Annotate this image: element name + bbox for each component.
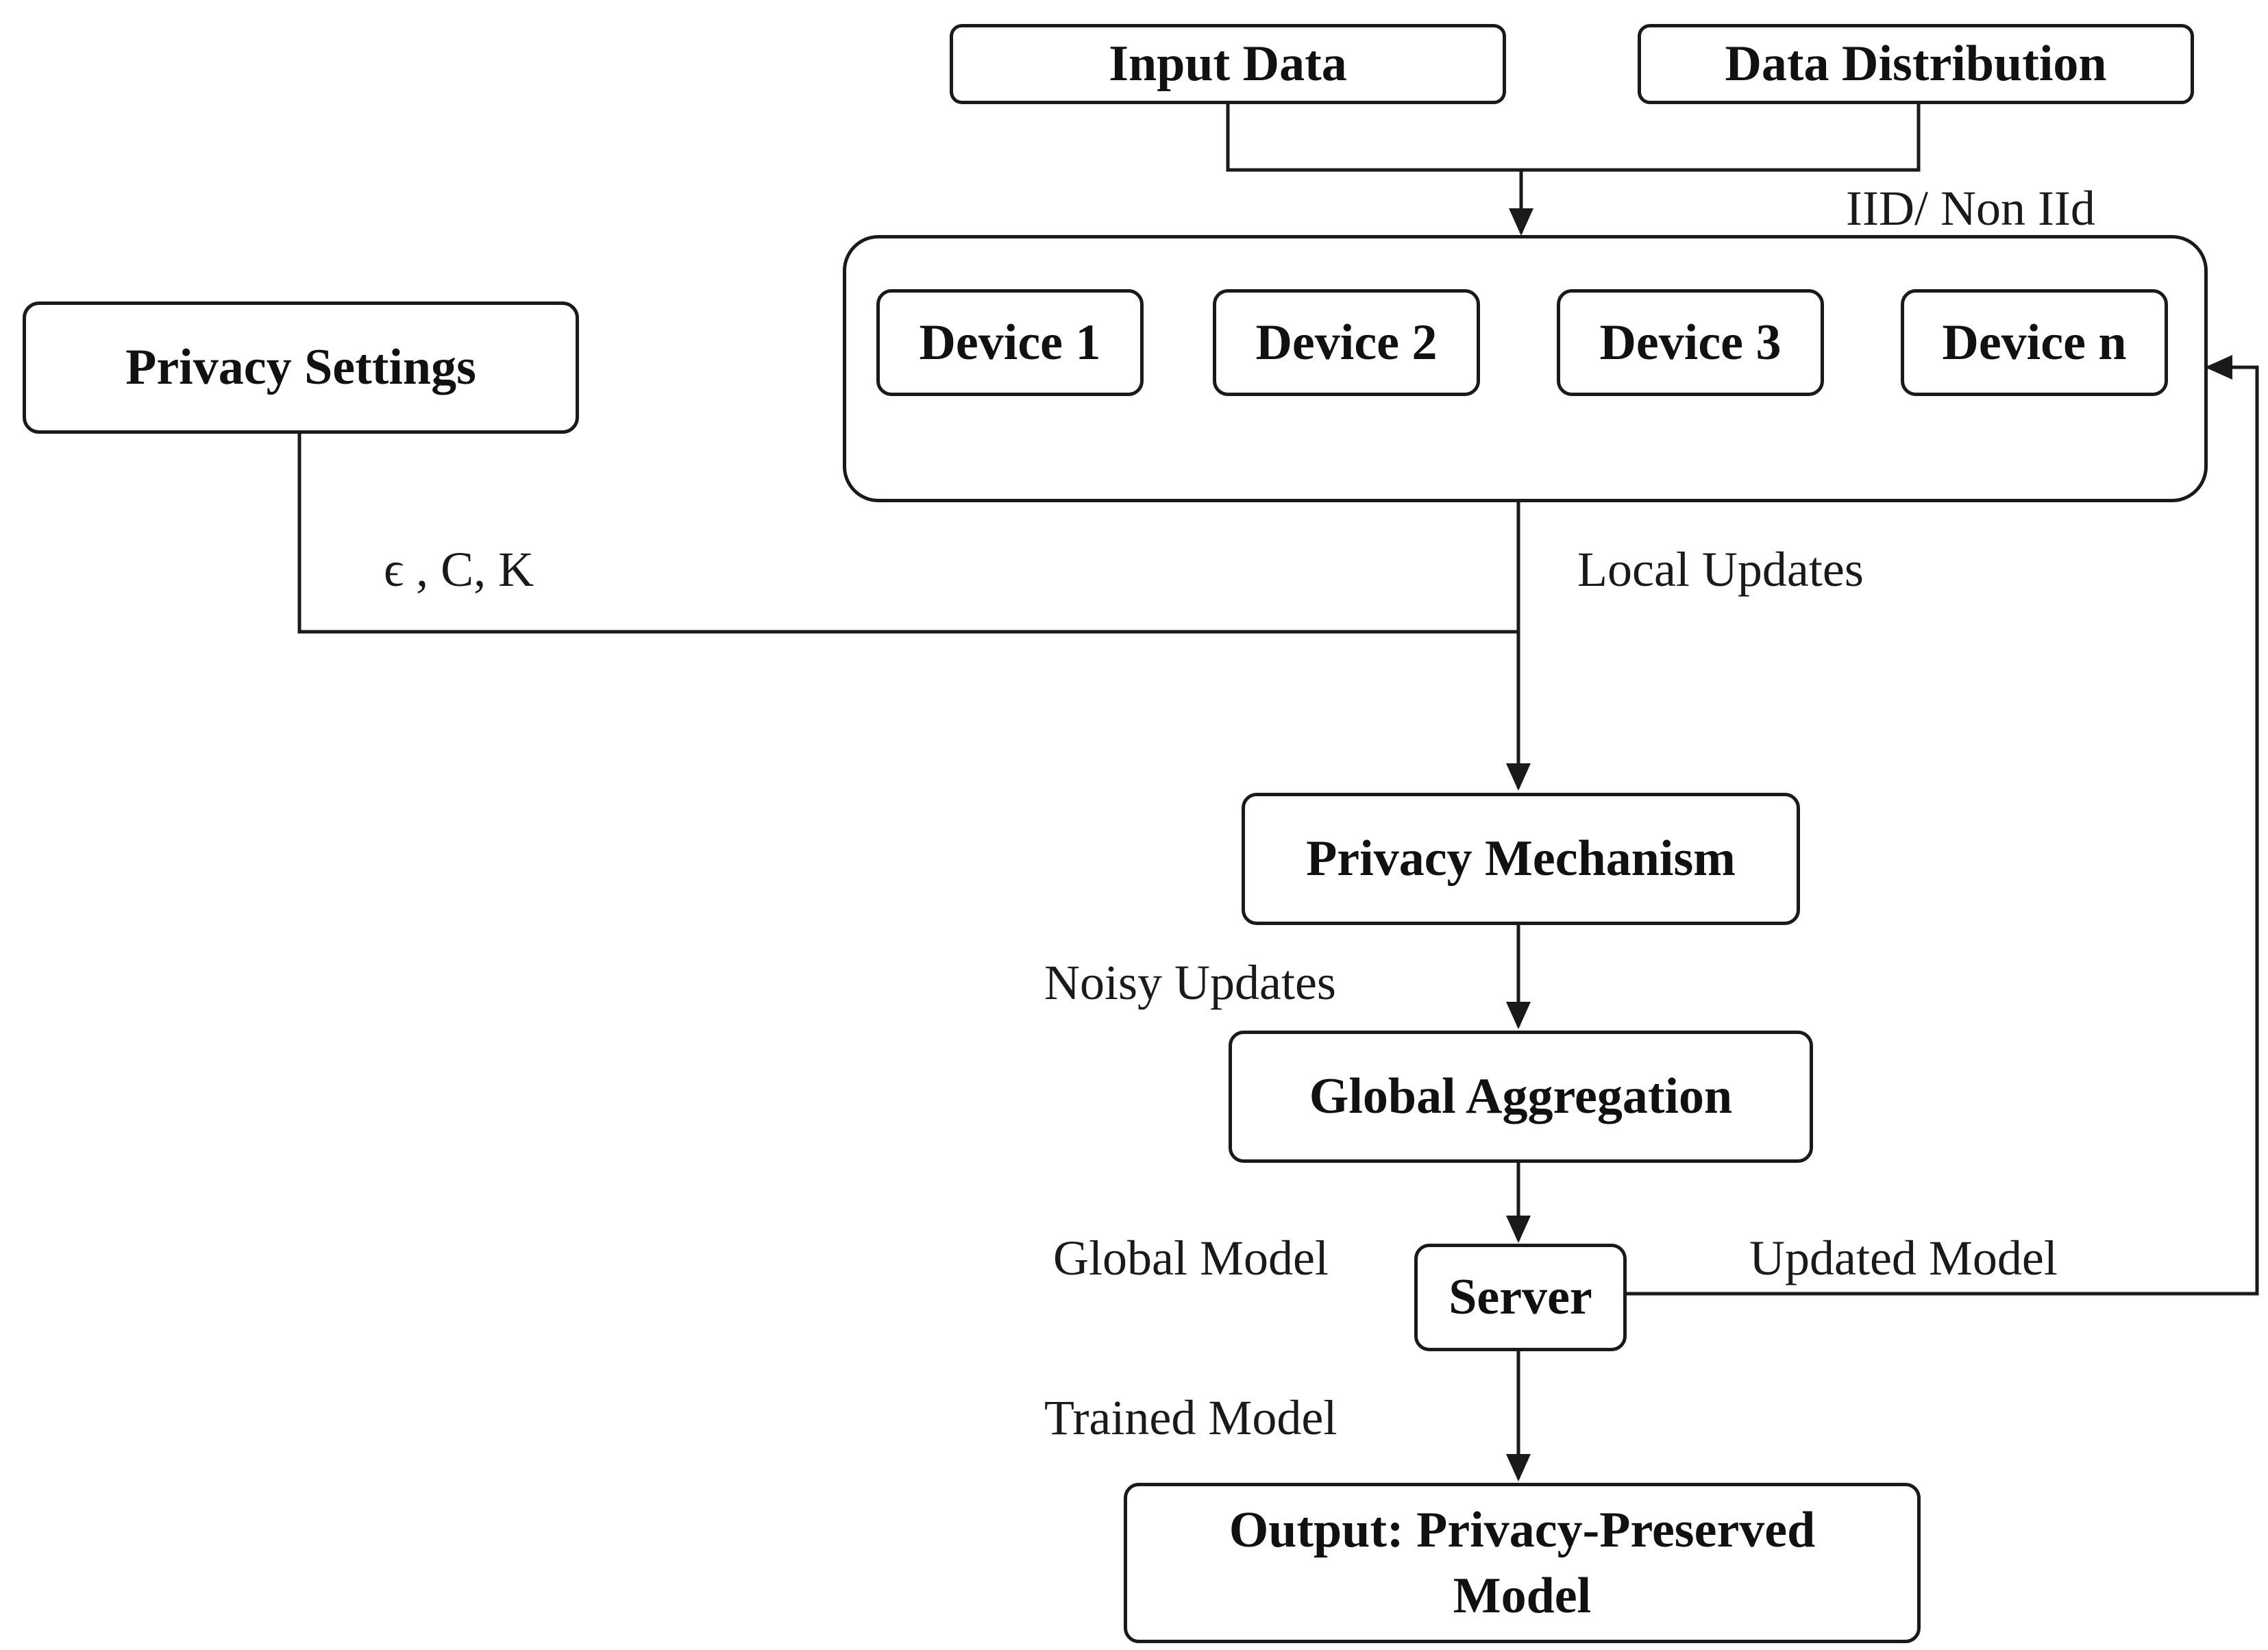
- trained-model-label: Trained Model: [1044, 1390, 1338, 1445]
- output-label-line2: Model: [1453, 1568, 1592, 1624]
- server-box: Server: [1414, 1244, 1627, 1351]
- output-box: Output: Privacy-Preserved Model: [1124, 1483, 1921, 1643]
- device-3-label: Device 3: [1599, 314, 1782, 371]
- privacy-mechanism-label: Privacy Mechanism: [1306, 830, 1736, 887]
- edge-input-data-to-merge: [1226, 104, 1921, 172]
- input-data-box: Input Data: [950, 24, 1506, 104]
- device-3-box: Device 3: [1557, 289, 1824, 396]
- global-aggregation-label: Global Aggregation: [1309, 1068, 1733, 1125]
- edge-privacy-settings: [297, 434, 1518, 634]
- input-data-label: Input Data: [1109, 36, 1347, 93]
- device-1-box: Device 1: [876, 289, 1144, 396]
- global-model-label: Global Model: [1053, 1231, 1329, 1285]
- updated-model-label: Updated Model: [1749, 1231, 2058, 1285]
- device-1-label: Device 1: [919, 314, 1101, 371]
- device-2-label: Device 2: [1255, 314, 1438, 371]
- privacy-settings-label: Privacy Settings: [125, 339, 476, 396]
- noisy-updates-label: Noisy Updates: [1044, 955, 1336, 1010]
- local-updates-label: Local Updates: [1577, 542, 1864, 597]
- iid-label: IID/ Non IId: [1846, 181, 2095, 236]
- data-distribution-label: Data Distribution: [1725, 36, 2107, 93]
- data-distribution-box: Data Distribution: [1638, 24, 2194, 104]
- global-aggregation-box: Global Aggregation: [1229, 1031, 1813, 1163]
- output-label-line1: Output: Privacy-Preserved: [1229, 1501, 1816, 1558]
- device-2-box: Device 2: [1213, 289, 1480, 396]
- params-label: ϵ , C, K: [384, 542, 534, 597]
- privacy-settings-box: Privacy Settings: [23, 301, 579, 434]
- device-n-box: Device n: [1901, 289, 2168, 396]
- edge-updated-model: [1625, 355, 2259, 1296]
- device-n-label: Device n: [1942, 314, 2127, 371]
- server-label: Server: [1449, 1269, 1592, 1326]
- privacy-mechanism-box: Privacy Mechanism: [1242, 793, 1800, 925]
